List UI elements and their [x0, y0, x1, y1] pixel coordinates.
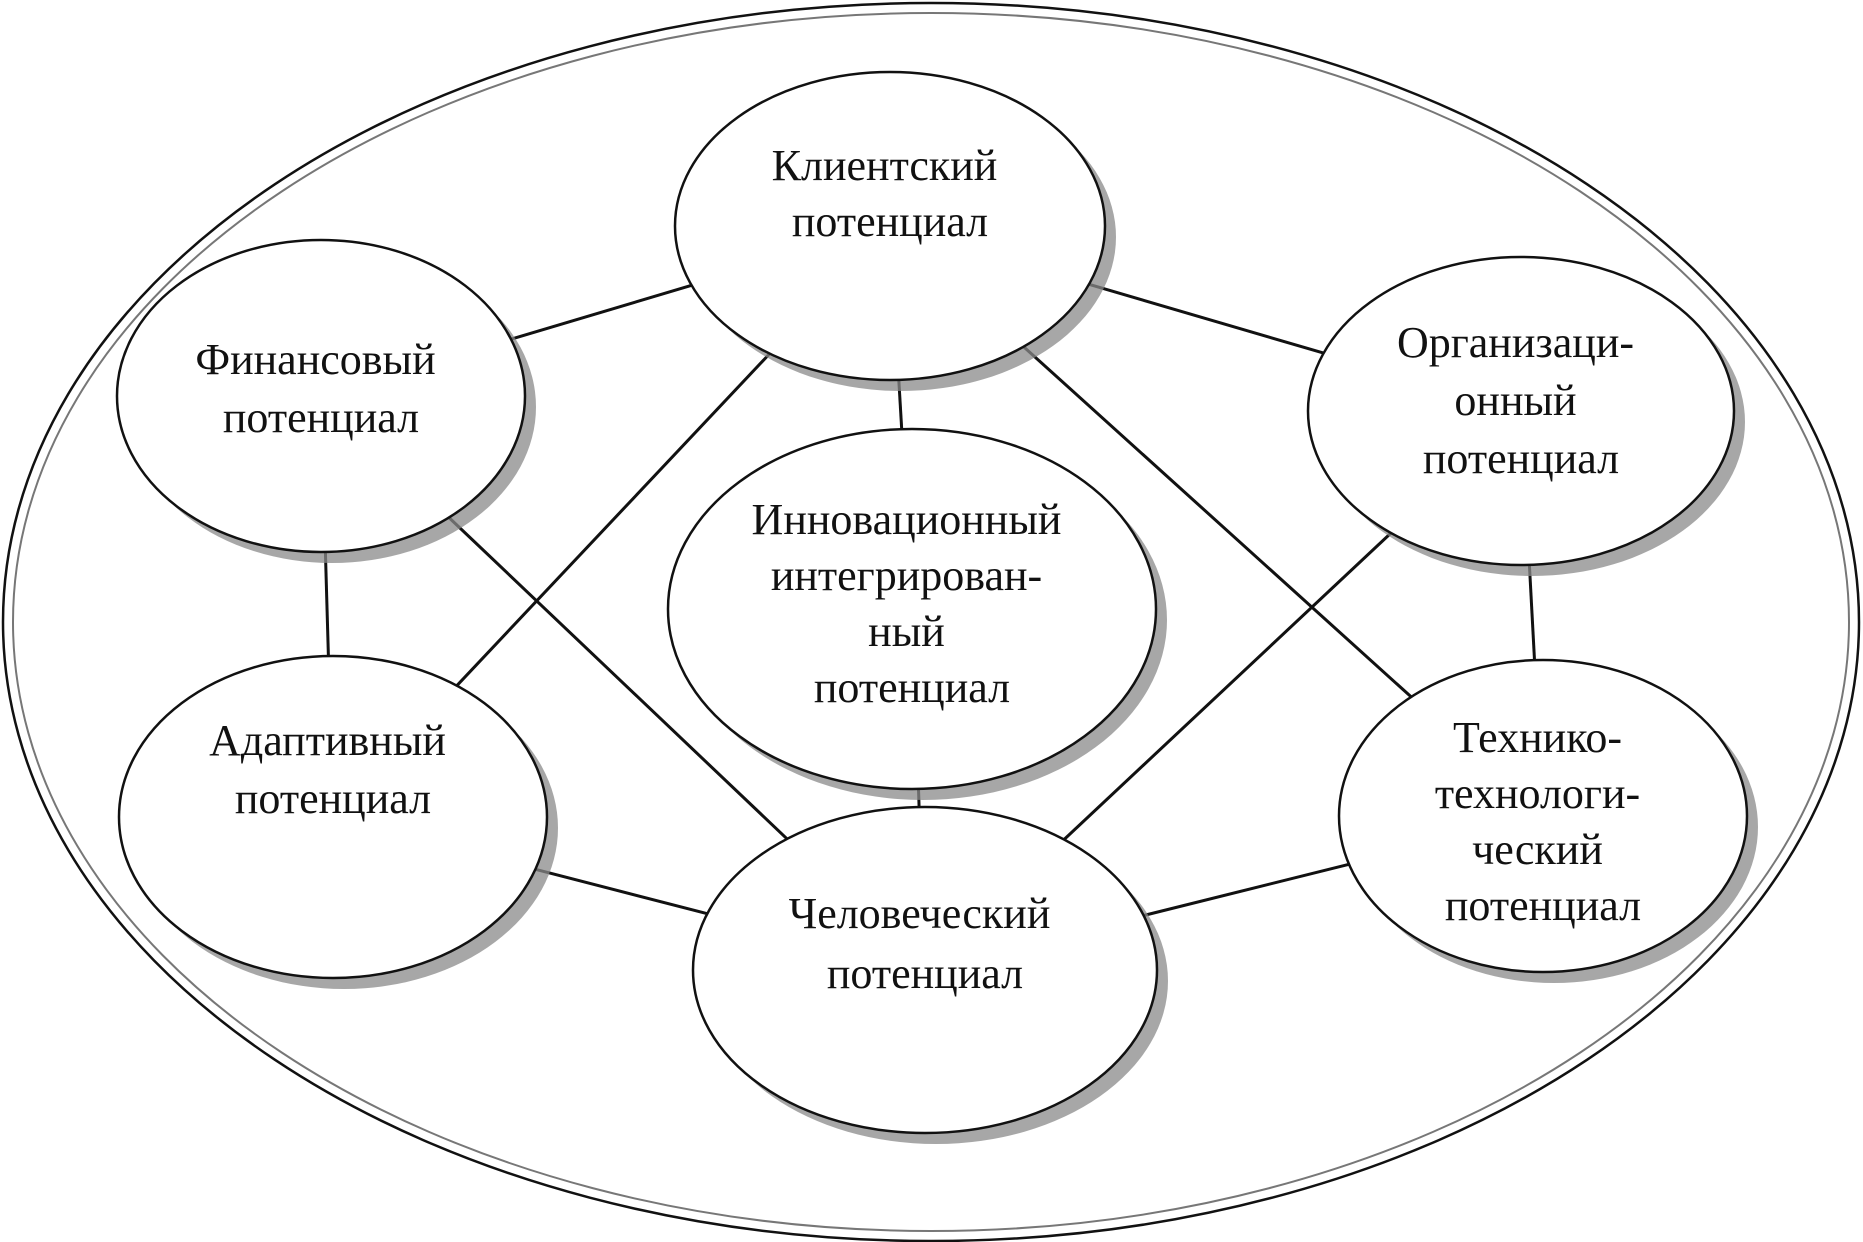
- edges-layer: [323, 282, 1536, 917]
- node-organizational-line-1: Организаци-: [1397, 318, 1634, 367]
- node-innovative-line-1: Инновационный: [752, 495, 1062, 544]
- edge-financial-human: [447, 516, 789, 840]
- node-technical-line-2: технологи-: [1435, 769, 1640, 818]
- node-organizational-label: Организаци- онный потенциал: [1397, 318, 1645, 483]
- node-human-line-1: Человеческий: [789, 889, 1051, 938]
- node-innovative-potential: Инновационный интегрирован- ный потенциа…: [666, 427, 1167, 800]
- node-technical-line-4: потенциал: [1445, 881, 1641, 930]
- node-financial-line-1: Финансовый: [195, 335, 435, 384]
- node-technical-label: Технико- технологи- ческий потенциал: [1435, 713, 1651, 930]
- node-technical-potential: Технико- технологи- ческий потенциал: [1337, 658, 1758, 983]
- node-innovative-line-4: потенциал: [814, 663, 1010, 712]
- node-technical-line-1: Технико-: [1453, 713, 1622, 762]
- node-organizational-line-3: потенциал: [1423, 434, 1619, 483]
- node-adaptive-label: Адаптивный потенциал: [209, 716, 457, 823]
- node-financial-line-2: потенциал: [223, 393, 419, 442]
- node-financial-label: Финансовый потенциал: [195, 335, 446, 442]
- node-adaptive-potential: Адаптивный потенциал: [117, 654, 558, 989]
- edge-organizational-human: [1063, 531, 1393, 841]
- edge-client-adaptive: [455, 352, 771, 687]
- node-financial-potential: Финансовый потенциал: [115, 238, 536, 563]
- node-innovative-line-2: интегрирован-: [771, 551, 1042, 600]
- node-organizational-potential: Организаци- онный потенциал: [1306, 255, 1745, 576]
- node-human-potential: Человеческий потенциал: [691, 805, 1168, 1144]
- node-human-line-2: потенциал: [827, 949, 1023, 998]
- edge-client-organizational: [1088, 282, 1325, 355]
- node-adaptive-line-2: потенциал: [235, 774, 431, 823]
- edge-client-technical: [1022, 345, 1413, 699]
- edge-organizational-technical: [1527, 564, 1536, 661]
- node-client-line-2: потенциал: [792, 197, 988, 246]
- edge-financial-adaptive: [323, 551, 330, 657]
- node-adaptive-line-1: Адаптивный: [209, 716, 446, 765]
- node-innovative-label: Инновационный интегрирован- ный потенциа…: [752, 495, 1073, 712]
- node-organizational-line-2: онный: [1454, 376, 1576, 425]
- node-client-line-1: Клиентский: [772, 141, 998, 190]
- node-technical-line-3: ческий: [1472, 825, 1603, 874]
- node-human-label: Человеческий потенциал: [789, 889, 1062, 998]
- edge-client-financial: [510, 283, 693, 341]
- node-client-potential: Клиентский потенциал: [673, 70, 1116, 391]
- node-client-label: Клиентский потенциал: [772, 141, 1009, 246]
- edge-technical-human: [1143, 862, 1350, 917]
- nodes-layer: Клиентский потенциал Финансовый потенциа…: [115, 70, 1758, 1144]
- node-innovative-line-3: ный: [868, 607, 945, 656]
- edge-adaptive-human: [535, 867, 708, 916]
